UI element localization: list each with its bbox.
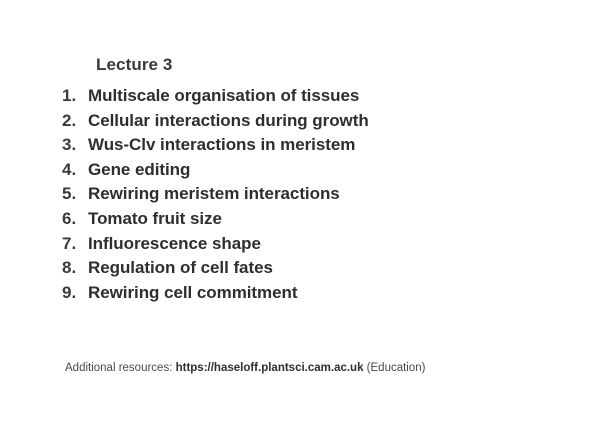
list-item: 4. Gene editing [62,160,369,185]
list-item: 3. Wus-Clv interactions in meristem [62,135,369,160]
list-item-number: 3. [62,135,77,155]
list-item-number: 5. [62,184,77,204]
page-title: Lecture 3 [96,55,173,74]
list-item-number: 7. [62,233,77,253]
list-item-label: Influorescence shape [88,233,261,253]
list-item: 6. Tomato fruit size [62,209,369,234]
list-item: 2. Cellular interactions during growth [62,111,369,136]
list-item-number: 1. [62,86,77,105]
footer-resource-url[interactable]: https://haseloff.plantsci.cam.ac.uk [175,362,364,374]
list-item-label: Gene editing [88,159,191,179]
footer-prefix-label: Additional resources: [65,362,176,374]
list-item-label: Multiscale organisation of tissues [88,86,360,105]
list-item-label: Wus-Clv interactions in meristem [88,135,356,155]
list-item-label: Rewiring meristem interactions [88,184,340,204]
list-item-number: 8. [62,258,77,278]
list-item-number: 6. [62,208,77,228]
list-item: 8. Regulation of cell fates [62,258,369,283]
list-item-label: Cellular interactions during growth [88,110,369,130]
list-item-number: 9. [62,282,77,302]
footer-suffix-label: (Education) [363,362,426,374]
list-item-label: Tomato fruit size [88,208,222,228]
list-item-number: 4. [62,159,77,179]
list-item: 1. Multiscale organisation of tissues [62,86,369,111]
list-item: 9. Rewiring cell commitment [62,283,369,308]
list-item: 7. Influorescence shape [62,234,369,259]
list-item: 5. Rewiring meristem interactions [62,184,369,209]
topic-list: 1. Multiscale organisation of tissues 2.… [62,86,369,307]
footer-note: Additional resources: https://haseloff.p… [65,362,426,374]
list-item-label: Regulation of cell fates [88,258,273,278]
list-item-label: Rewiring cell commitment [88,282,298,302]
list-item-number: 2. [62,110,77,130]
